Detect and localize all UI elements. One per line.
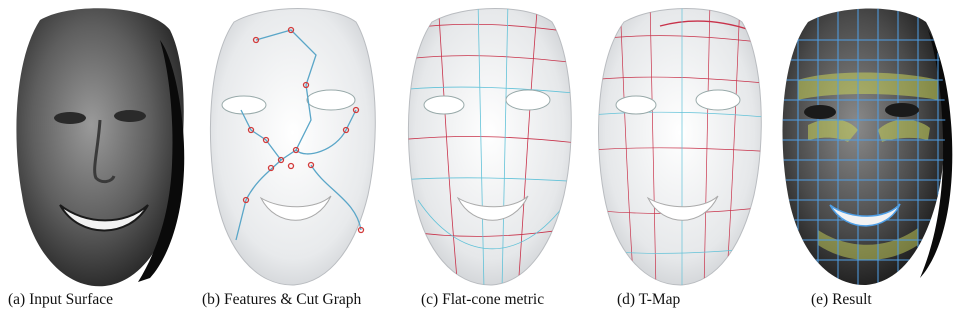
caption-d: (d) T-Map: [617, 290, 680, 310]
features-cut-graph-image: [196, 0, 390, 290]
caption-c: (c) Flat-cone metric: [421, 290, 544, 310]
panel-d-t-map: [590, 0, 776, 290]
input-surface-image: [0, 0, 195, 290]
panel-a-input-surface: [0, 0, 195, 290]
caption-b: (b) Features & Cut Graph: [202, 290, 361, 310]
panel-c-flat-cone-metric: [398, 0, 586, 290]
caption-a: (a) Input Surface: [8, 290, 113, 310]
t-map-image: [590, 0, 776, 290]
flat-cone-metric-image: [398, 0, 586, 290]
panel-e-result: [778, 0, 958, 290]
caption-e: (e) Result: [811, 290, 872, 310]
panel-b-features-cut-graph: [196, 0, 390, 290]
result-image: [778, 0, 958, 290]
